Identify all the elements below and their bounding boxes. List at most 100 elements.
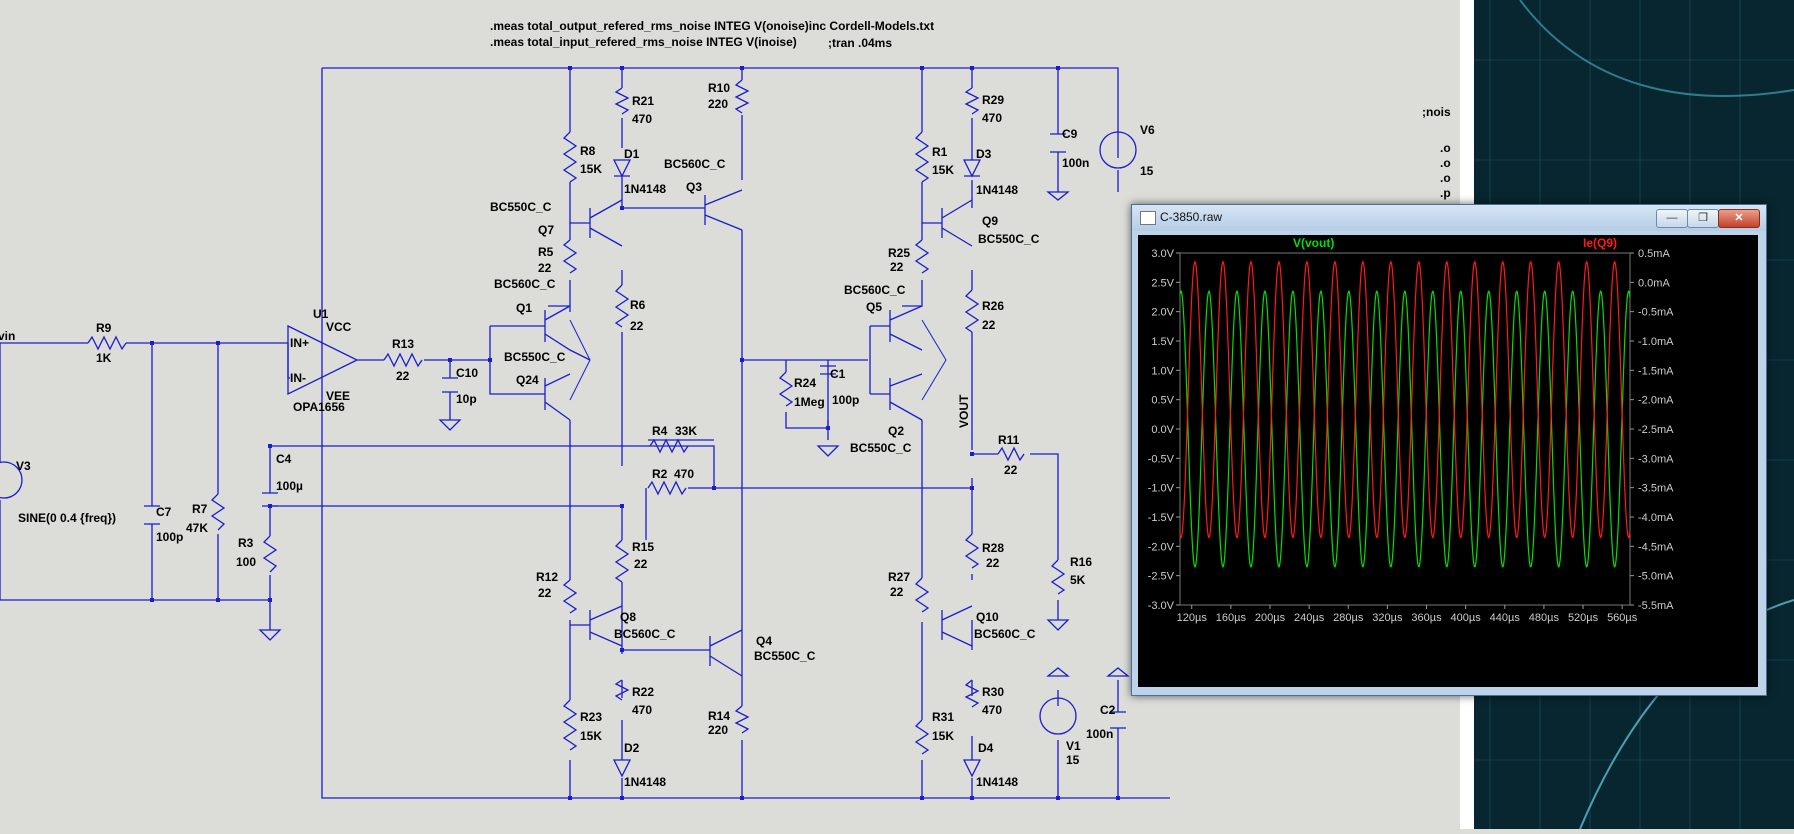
- net-label-vin[interactable]: vin: [0, 329, 15, 343]
- left-axis-tick-label: 3.0V: [1151, 248, 1174, 260]
- trace-vout[interactable]: [1179, 289, 1631, 569]
- opamp-vcc-pin: VCC: [326, 320, 352, 334]
- Q3-ref: Q3: [686, 180, 702, 194]
- R14-ref: R14: [708, 709, 730, 723]
- R16-ref: R16: [1070, 555, 1092, 569]
- R28-ref: R28: [982, 541, 1004, 555]
- directive-fragment-2: .o: [1440, 156, 1451, 170]
- x-axis-tick-label: 160µs: [1216, 612, 1247, 624]
- opamp-model: OPA1656: [293, 400, 345, 414]
- R29-value: 470: [982, 111, 1002, 125]
- right-axis-tick-label: -1.5mA: [1638, 365, 1674, 377]
- Q2-ref: Q2: [888, 424, 904, 438]
- right-axis-tick-label: -1.0mA: [1638, 336, 1674, 348]
- right-axis-tick-label: -2.0mA: [1638, 395, 1674, 407]
- R13-ref: R13: [392, 337, 414, 351]
- x-axis-tick-label: 400µs: [1451, 612, 1482, 624]
- right-axis-tick-label: 0.5mA: [1638, 248, 1670, 260]
- opamp-in-plus-pin: IN+: [290, 336, 309, 350]
- plot-window-title: C-3850.raw: [1160, 210, 1223, 224]
- R4-ref: R4: [652, 424, 668, 438]
- R9-value: 1K: [96, 351, 112, 365]
- waveform-chart[interactable]: 3.0V2.5V2.0V1.5V1.0V0.5V0.0V-0.5V-1.0V-1…: [1138, 235, 1758, 687]
- left-axis-tick-label: -2.5V: [1148, 571, 1175, 583]
- tran-directive[interactable]: ;tran .04ms: [828, 36, 892, 50]
- plot-window[interactable]: C-3850.raw — ❐ ✕ 3.0V 2.5V 2.0V 1.5V 1.0V 0.5…: [1131, 204, 1767, 696]
- close-button[interactable]: ✕: [1718, 209, 1760, 228]
- left-axis-tick-label: 1.5V: [1151, 336, 1174, 348]
- legend-vout[interactable]: V(vout): [1293, 236, 1334, 250]
- R2-ref: R2: [652, 467, 668, 481]
- left-axis-tick-label: -0.5V: [1148, 453, 1175, 465]
- R21-ref: R21: [632, 94, 654, 108]
- R8-ref: R8: [580, 144, 596, 158]
- left-axis-tick-label: 0.0V: [1151, 424, 1174, 436]
- C7-ref: C7: [156, 505, 172, 519]
- left-axis-tick-label: 2.5V: [1151, 277, 1174, 289]
- x-axis-tick-label: 120µs: [1177, 612, 1208, 624]
- C4-ref: C4: [276, 452, 292, 466]
- Q3-value: BC560C_C: [664, 157, 726, 171]
- R30-ref: R30: [982, 685, 1004, 699]
- left-axis-tick-label: 0.5V: [1151, 395, 1174, 407]
- R28-value: 22: [986, 556, 1000, 570]
- meas-input-directive[interactable]: .meas total_input_refered_rms_noise INTE…: [490, 35, 797, 49]
- noise-directive-fragment[interactable]: ;nois: [1422, 105, 1451, 119]
- net-label-vout[interactable]: VOUT: [957, 394, 971, 428]
- Q2-value: BC550C_C: [850, 441, 912, 455]
- right-axis-tick-label: -0.5mA: [1638, 307, 1674, 319]
- Q5-ref: Q5: [866, 300, 882, 314]
- R11-value: 22: [1004, 463, 1018, 477]
- x-axis-tick-label: 280µs: [1333, 612, 1364, 624]
- R1-ref: R1: [932, 145, 948, 159]
- left-axis-tick-label: 1.0V: [1151, 365, 1174, 377]
- R27-value: 22: [890, 585, 904, 599]
- R2-value: 470: [674, 467, 694, 481]
- opamp-in-minus-pin: IN-: [290, 371, 306, 385]
- right-axis-tick-label: -5.0mA: [1638, 571, 1674, 583]
- left-axis-tick-label: -3.0V: [1148, 600, 1175, 612]
- R23-ref: R23: [580, 710, 602, 724]
- waveform-icon: [1140, 211, 1156, 225]
- minimize-button[interactable]: —: [1656, 209, 1688, 228]
- R10-ref: R10: [708, 81, 730, 95]
- legend-ie-q9[interactable]: Ie(Q9): [1583, 236, 1617, 250]
- right-axis-tick-label: -3.0mA: [1638, 453, 1674, 465]
- x-axis-tick-label: 200µs: [1255, 612, 1286, 624]
- C4-value: 100µ: [276, 479, 303, 493]
- D4-value: 1N4148: [976, 775, 1018, 789]
- C2-value: 100n: [1086, 727, 1113, 741]
- R7-value: 47K: [186, 521, 208, 535]
- left-axis-tick-label: 2.0V: [1151, 307, 1174, 319]
- x-axis-tick-label: 440µs: [1490, 612, 1521, 624]
- trace-ie-q9[interactable]: [1179, 260, 1631, 539]
- Q4-ref: Q4: [756, 634, 772, 648]
- Q8-ref: Q8: [620, 610, 636, 624]
- R10-value: 220: [708, 97, 728, 111]
- R25-value: 22: [890, 260, 904, 274]
- R12-value: 22: [538, 586, 552, 600]
- right-axis-tick-label: 0.0mA: [1638, 277, 1670, 289]
- C2-ref: C2: [1100, 703, 1116, 717]
- directive-fragment-1: .o: [1440, 141, 1451, 155]
- Q1-ref: Q1: [516, 301, 532, 315]
- R5-value: 22: [538, 261, 552, 275]
- R31-ref: R31: [932, 710, 954, 724]
- plot-window-titlebar[interactable]: C-3850.raw — ❐ ✕: [1132, 205, 1766, 231]
- Q7-value: BC550C_C: [490, 200, 552, 214]
- R15-value: 22: [634, 557, 648, 571]
- D2-value: 1N4148: [624, 775, 666, 789]
- R27-ref: R27: [888, 570, 910, 584]
- Q10-ref: Q10: [976, 610, 999, 624]
- R31-value: 15K: [932, 729, 954, 743]
- R13-value: 22: [396, 369, 410, 383]
- V6-value: 15: [1140, 164, 1154, 178]
- R7-ref: R7: [192, 502, 208, 516]
- V1-ref: V1: [1066, 739, 1081, 753]
- C1-value: 100p: [832, 393, 859, 407]
- meas-output-directive[interactable]: .meas total_output_refered_rms_noise INT…: [490, 19, 934, 33]
- maximize-button[interactable]: ❐: [1687, 209, 1719, 228]
- R30-value: 470: [982, 703, 1002, 717]
- Q4-value: BC550C_C: [754, 649, 816, 663]
